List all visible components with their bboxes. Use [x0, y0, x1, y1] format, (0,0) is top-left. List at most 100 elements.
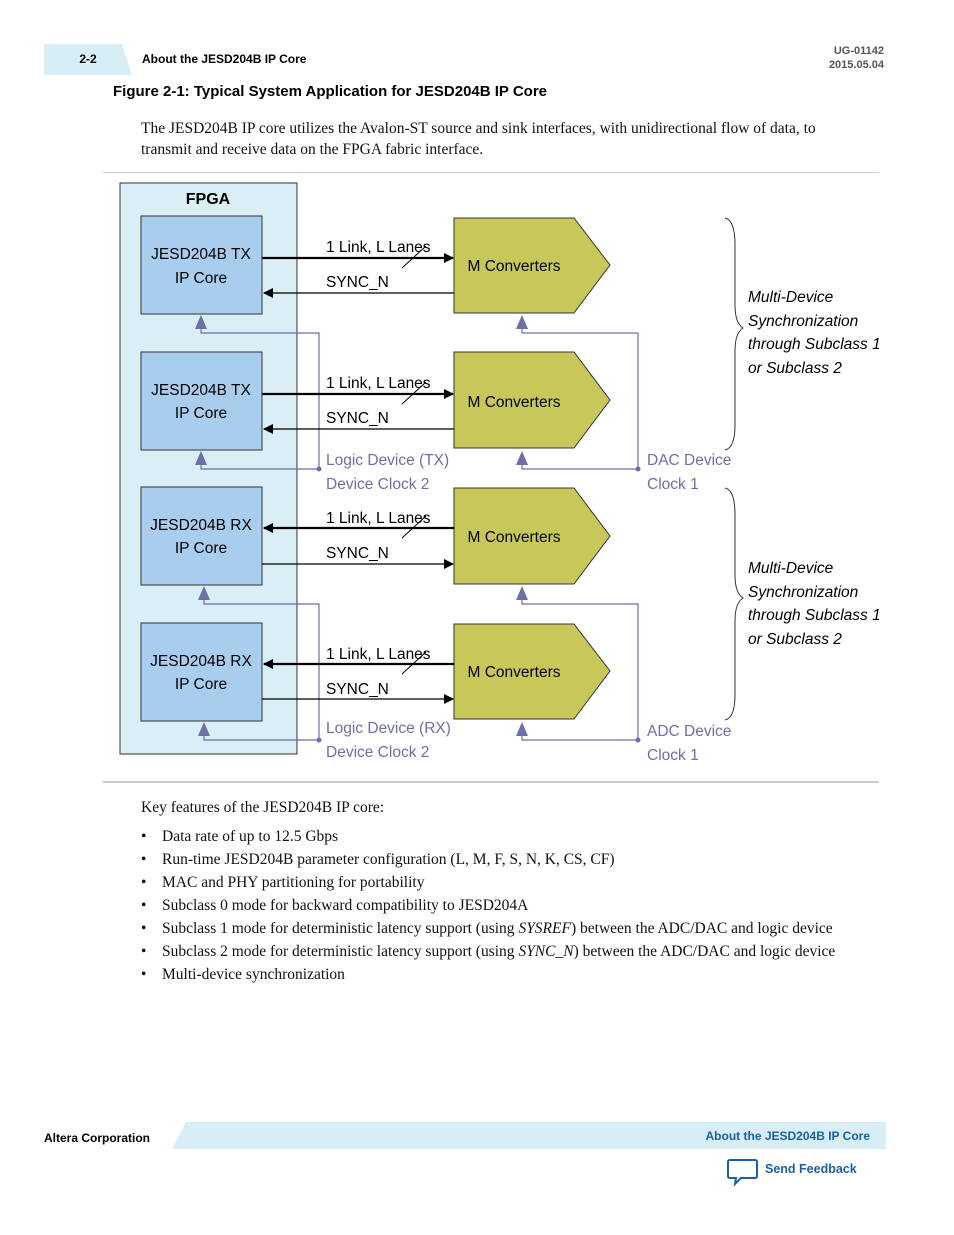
clock-arrow-icon: [516, 586, 528, 600]
converter-2: [453, 351, 611, 449]
clock-arrow-icon: [516, 315, 528, 329]
features-list: Data rate of up to 12.5 Gbps Run-time JE…: [141, 827, 861, 986]
feature-item: Multi-device synchronization: [141, 965, 861, 986]
doc-date: 2015.05.04: [828, 59, 884, 71]
sync-brace-adc: [724, 487, 744, 721]
feature-item: Subclass 1 mode for deterministic latenc…: [141, 919, 861, 940]
feature-item: Run-time JESD204B parameter configuratio…: [141, 850, 861, 871]
converter-label: M Converters: [467, 394, 560, 411]
feature-text: Multi-device synchronization: [162, 966, 345, 983]
footer-section-link[interactable]: About the JESD204B IP Core: [705, 1129, 870, 1143]
converters: [453, 217, 611, 720]
sync-note-line: Synchronization: [748, 584, 858, 601]
figure-title: Figure 2-1: Typical System Application f…: [113, 83, 548, 100]
adc-clock-line2: Clock 1: [647, 747, 699, 764]
core-label-line2: IP Core: [175, 540, 227, 557]
clock-arrow-icon: [198, 586, 210, 600]
sync-note-line: Multi-Device: [748, 560, 834, 577]
feature-emphasis: SYNC_N: [518, 943, 574, 960]
converter-1: [453, 217, 611, 314]
core-label-line2: IP Core: [175, 270, 227, 287]
sync-note-line: or Subclass 2: [748, 631, 842, 648]
sync-label: SYNC_N: [326, 274, 389, 291]
converter-4: [453, 623, 611, 720]
header-doc-info: UG-01142 2015.05.04: [829, 44, 884, 72]
footer-bar-slant: [172, 1122, 186, 1149]
converter-label: M Converters: [467, 258, 560, 275]
feature-item: Subclass 2 mode for deterministic latenc…: [141, 942, 861, 963]
sync-label: SYNC_N: [326, 681, 389, 698]
feature-text: Subclass 2 mode for deterministic latenc…: [162, 943, 519, 960]
speech-bubble-icon: [727, 1159, 758, 1187]
sync-note-dac: Multi-Device Synchronization through Sub…: [748, 289, 879, 377]
core-tx-2: JESD204B TX IP Core: [140, 351, 263, 451]
send-feedback-label[interactable]: Send Feedback: [765, 1162, 857, 1176]
logic-clock-tx-line2: Device Clock 2: [326, 476, 429, 493]
feature-item: MAC and PHY partitioning for portability: [141, 873, 861, 894]
sync-brace-dac: [724, 217, 744, 451]
feature-text: Subclass 1 mode for deterministic latenc…: [162, 920, 519, 937]
link-arrows: [262, 253, 454, 704]
clock-arrow-icon: [195, 315, 207, 329]
core-rx-2: JESD204B RX IP Core: [140, 622, 263, 722]
sync-note-line: or Subclass 2: [748, 360, 842, 377]
logic-clock-tx-line1: Logic Device (TX): [326, 452, 449, 469]
core-label-line2: IP Core: [175, 405, 227, 422]
feature-text: Subclass 0 mode for backward compatibili…: [162, 897, 529, 914]
converter-3: [453, 487, 611, 585]
send-feedback-button[interactable]: Send Feedback: [727, 1157, 867, 1187]
clock-labels: Logic Device (TX) Device Clock 2 Logic D…: [326, 452, 731, 764]
dac-clock-line1: DAC Device: [647, 452, 731, 469]
clock-arrowheads: [195, 315, 528, 736]
logic-clock-rx-line2: Device Clock 2: [326, 744, 429, 761]
features-section: Key features of the JESD204B IP core: Da…: [141, 799, 861, 988]
figure-top-rule: [103, 172, 879, 173]
footer-company: Altera Corporation: [44, 1131, 151, 1145]
core-label-line2: IP Core: [175, 676, 227, 693]
sync-note-line: through Subclass 1: [748, 607, 879, 624]
core-label-line1: JESD204B RX: [150, 653, 252, 670]
fpga-label: FPGA: [186, 191, 231, 208]
converter-label: M Converters: [467, 529, 560, 546]
features-intro: Key features of the JESD204B IP core:: [141, 799, 385, 816]
link-label: 1 Link, L Lanes: [326, 510, 431, 527]
feature-emphasis: SYSREF: [518, 920, 571, 937]
feature-text: ) between the ADC/DAC and logic device: [573, 943, 836, 960]
feature-text: ) between the ADC/DAC and logic device: [570, 920, 833, 937]
intro-paragraph: The JESD204B IP core utilizes the Avalon…: [141, 120, 816, 158]
sync-note-line: Synchronization: [748, 313, 858, 330]
feature-item: Subclass 0 mode for backward compatibili…: [141, 896, 861, 917]
header-section-title: About the JESD204B IP Core: [142, 52, 307, 66]
figure-bottom-rule: [103, 781, 879, 783]
system-diagram: FPGA JESD204B TX IP Core JESD204B TX IP: [119, 182, 879, 764]
core-tx-1: JESD204B TX IP Core: [140, 215, 263, 315]
footer-bar: [172, 1122, 886, 1149]
link-label: 1 Link, L Lanes: [326, 375, 431, 392]
page-tab-shape: [44, 44, 132, 75]
link-label: 1 Link, L Lanes: [326, 239, 431, 256]
sync-note-line: Multi-Device: [748, 289, 834, 306]
doc-id: UG-01142: [833, 45, 884, 57]
core-label-line1: JESD204B TX: [151, 382, 251, 399]
dac-clock-line2: Clock 1: [647, 476, 699, 493]
feature-item: Data rate of up to 12.5 Gbps: [141, 827, 861, 848]
adc-clock-line1: ADC Device: [647, 723, 731, 740]
feature-text: MAC and PHY partitioning for portability: [162, 874, 425, 891]
sync-note-line: through Subclass 1: [748, 336, 879, 353]
lane-slash-marks: [401, 245, 427, 675]
converter-label: M Converters: [467, 664, 560, 681]
sync-note-adc: Multi-Device Synchronization through Sub…: [748, 560, 879, 648]
page-number: 2-2: [79, 52, 97, 66]
clock-arrow-icon: [198, 722, 210, 736]
clock-arrow-icon: [195, 451, 207, 465]
link-label: 1 Link, L Lanes: [326, 646, 431, 663]
core-label-line1: JESD204B TX: [151, 246, 251, 263]
sync-label: SYNC_N: [326, 410, 389, 427]
logic-clock-rx-line1: Logic Device (RX): [326, 720, 451, 737]
core-label-line1: JESD204B RX: [150, 517, 252, 534]
core-rx-1: JESD204B RX IP Core: [140, 486, 263, 586]
clock-junction-dots: [316, 466, 641, 743]
clock-lines: [200, 329, 639, 741]
page-number-tab: 2-2: [44, 44, 132, 75]
sync-label: SYNC_N: [326, 545, 389, 562]
